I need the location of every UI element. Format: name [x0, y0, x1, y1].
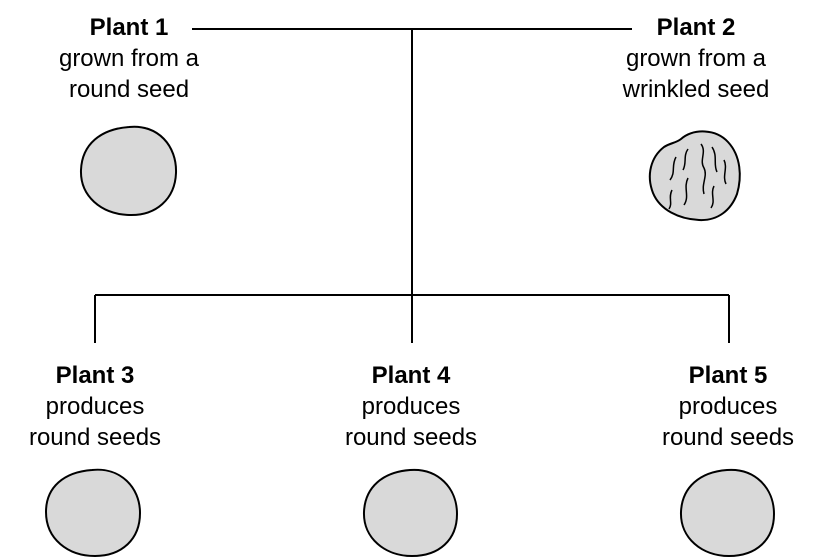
plant-2-label: Plant 2 grown from a wrinkled seed [585, 12, 807, 105]
plant-3-description: produces round seeds [28, 393, 162, 451]
round-seed-plant-5 [679, 468, 776, 557]
plant-5-label: Plant 5 produces round seeds [617, 360, 814, 453]
round-seed-plant-3 [44, 468, 142, 557]
plant-4-name: Plant 4 [371, 362, 451, 389]
round-seed-plant-4 [362, 468, 459, 557]
plant-3-name: Plant 3 [55, 362, 135, 389]
plant-5-description: produces round seeds [661, 393, 795, 451]
wrinkled-seed-plant-2 [648, 130, 741, 222]
plant-5-name: Plant 5 [688, 362, 768, 389]
plant-2-description: grown from a wrinkled seed [622, 45, 770, 103]
plant-3-label: Plant 3 produces round seeds [0, 360, 206, 453]
plant-1-label: Plant 1 grown from a round seed [18, 12, 240, 105]
plant-4-description: produces round seeds [344, 393, 478, 451]
plant-4-label: Plant 4 produces round seeds [300, 360, 522, 453]
round-seed-plant-1 [79, 125, 178, 217]
plant-1-name: Plant 1 [89, 14, 169, 41]
plant-2-name: Plant 2 [656, 14, 736, 41]
plant-1-description: grown from a round seed [58, 45, 200, 103]
